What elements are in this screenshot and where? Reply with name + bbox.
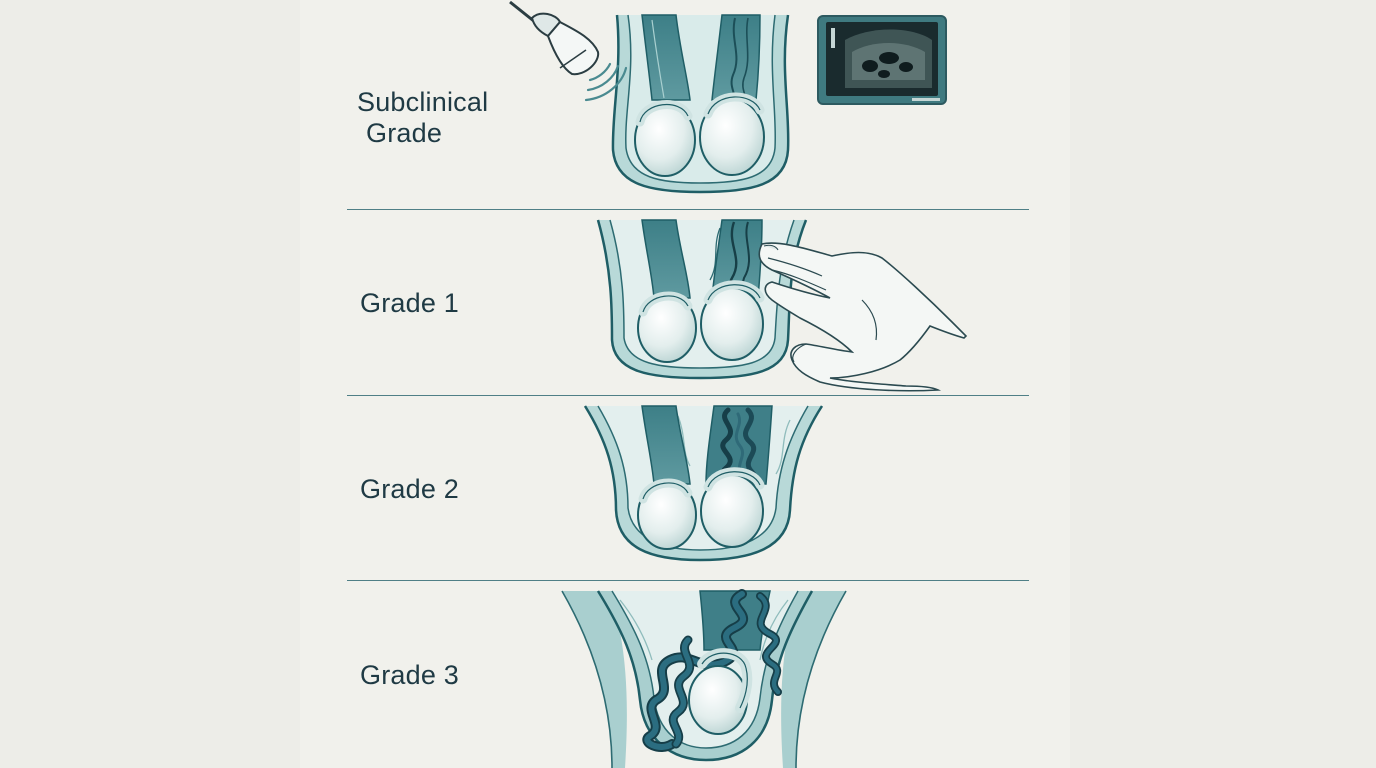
palpating-hand-icon [758,242,968,392]
label-grade-1: Grade 1 [360,288,459,318]
divider-3 [347,580,1029,581]
label-grade-2: Grade 2 [360,474,459,504]
scrotum-grade2 [583,405,824,562]
scrotum-grade3 [561,589,847,768]
scrotum-grade1 [596,219,808,380]
divider-2 [347,395,1029,396]
label-subclinical-line2: Grade [366,118,443,148]
ultrasound-probe-icon [509,0,628,102]
scrotum-subclinical [611,14,790,194]
divider-1 [347,209,1029,210]
label-grade-3: Grade 3 [360,660,459,690]
ultrasound-monitor-icon [817,15,947,105]
label-subclinical-line1: Subclinical [357,87,489,117]
